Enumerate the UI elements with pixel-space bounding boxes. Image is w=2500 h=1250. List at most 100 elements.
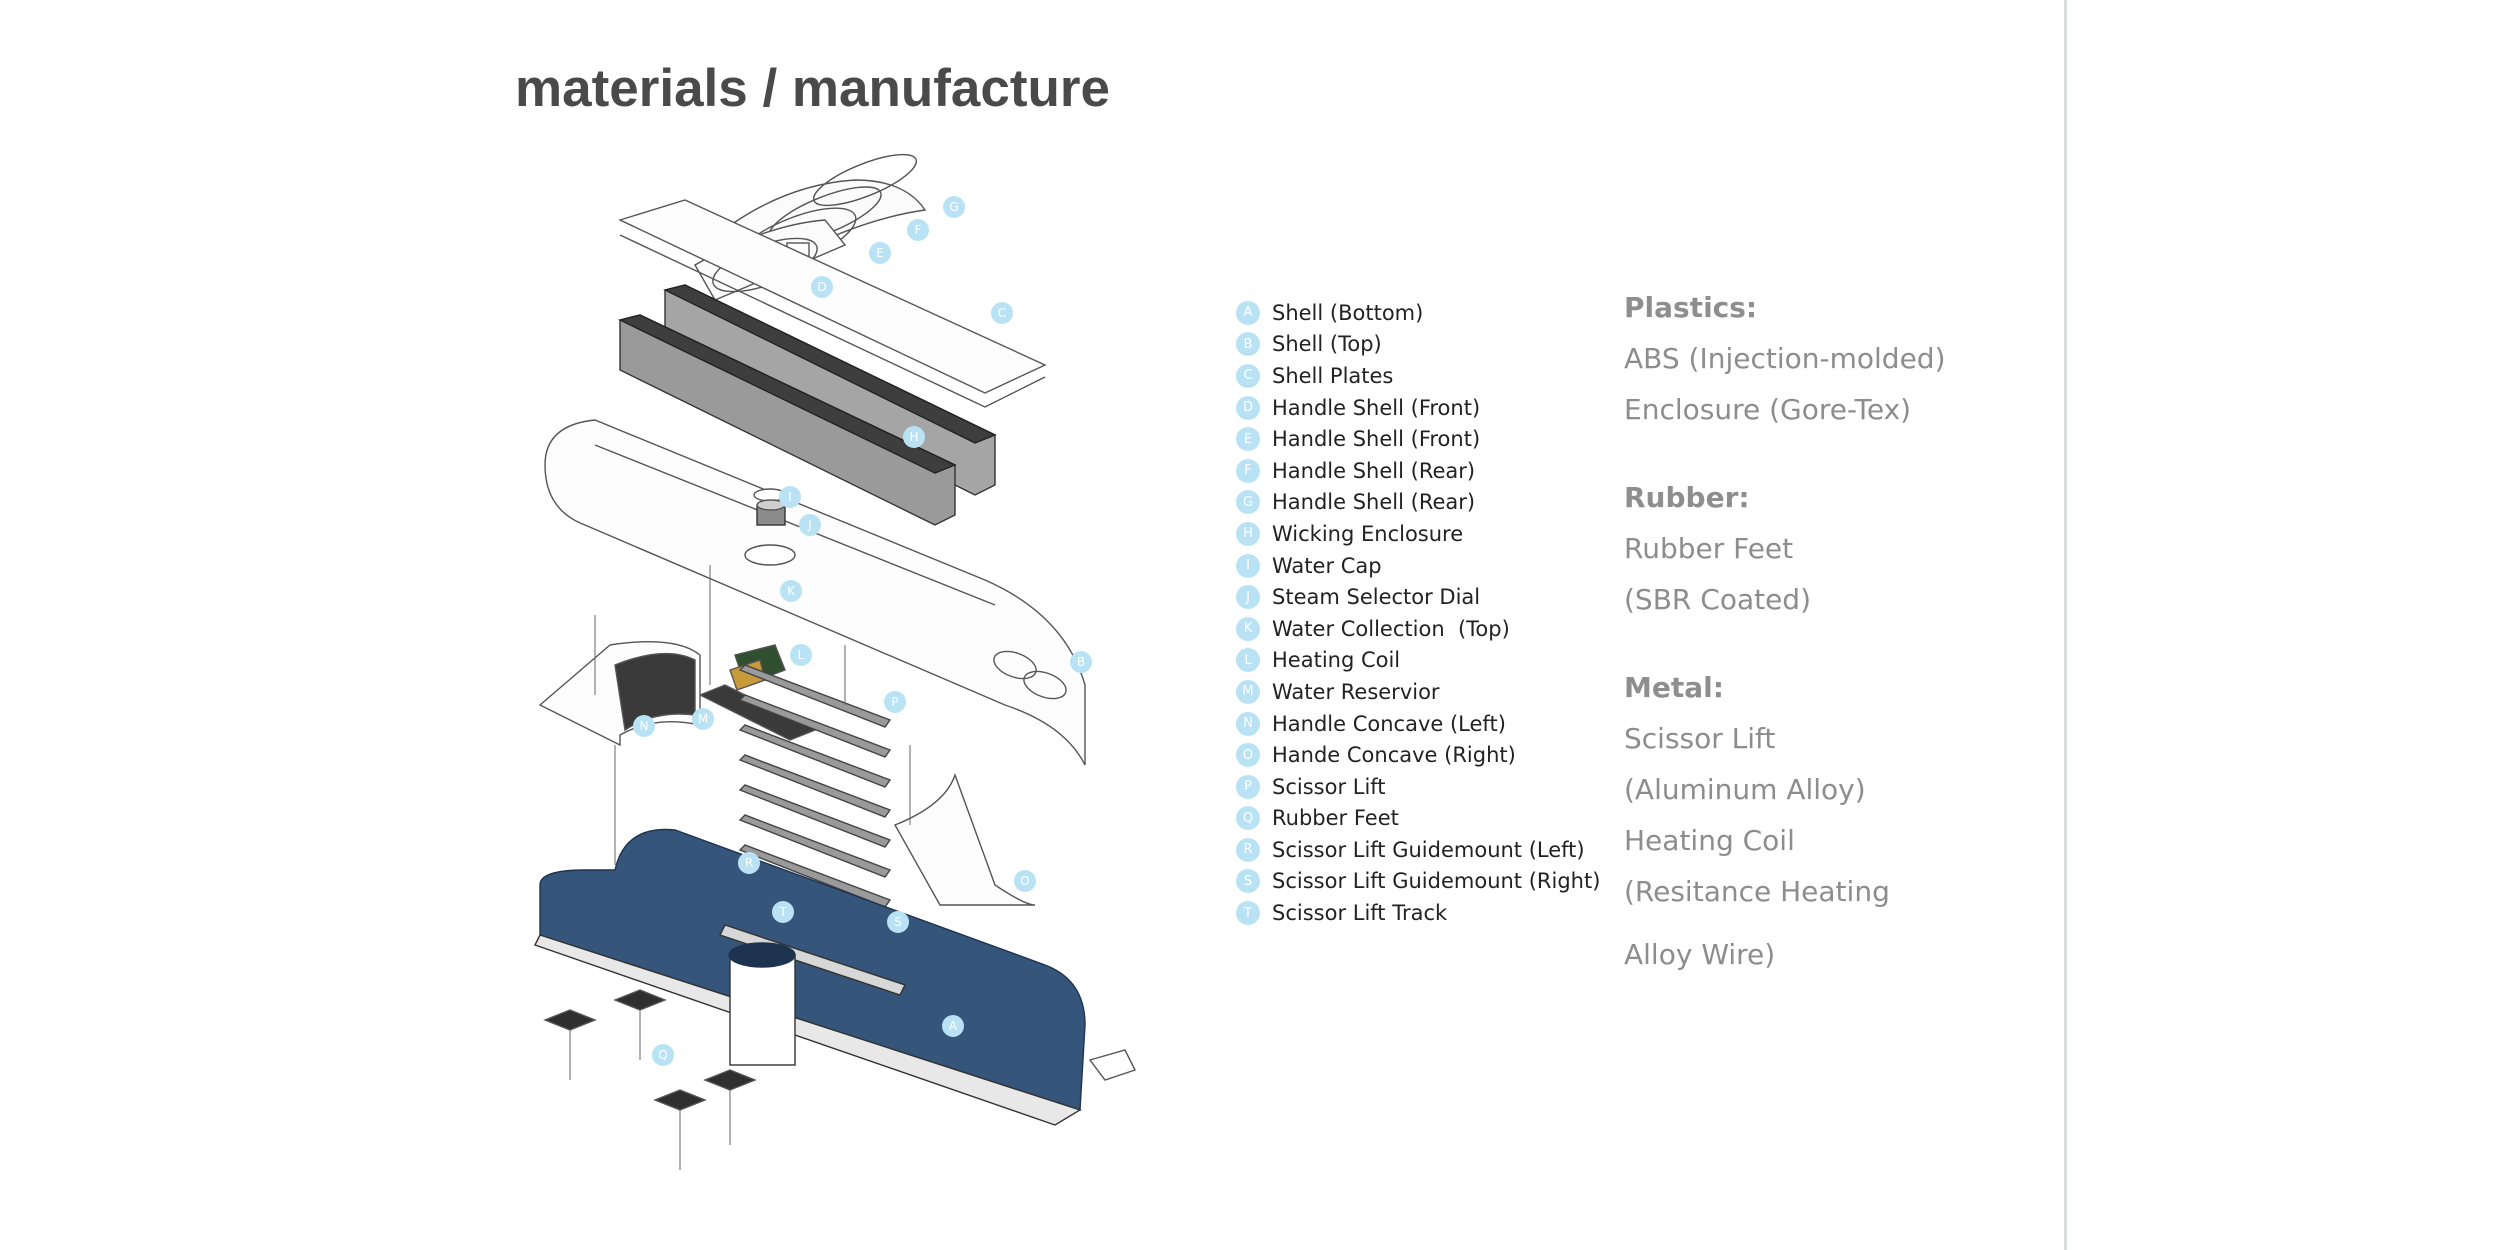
legend-item: C Shell Plates: [1236, 360, 1600, 392]
legend-label: Scissor Lift: [1272, 774, 1386, 799]
legend-label: Water Reservior: [1272, 679, 1440, 704]
material-heading: Plastics:: [1624, 291, 1758, 324]
legend-label: Water Collection (Top): [1272, 616, 1510, 641]
legend-marker: M: [1236, 679, 1260, 704]
legend-item: R Scissor Lift Guidemount (Left): [1236, 834, 1600, 866]
material-group-plastics: Plastics: ABS (Injection-molded) Enclosu…: [1624, 283, 2044, 435]
heating-coil-part: [729, 644, 786, 691]
material-line: Scissor Lift: [1624, 722, 1776, 755]
callout-markers: [633, 196, 1092, 1066]
material-group-metal: Metal: Scissor Lift (Aluminum Alloy) Hea…: [1624, 663, 2044, 980]
legend-label: Handle Shell (Rear): [1272, 490, 1476, 515]
material-heading: Metal:: [1624, 671, 1724, 704]
material-group-rubber: Rubber: Rubber Feet (SBR Coated): [1624, 473, 2044, 625]
legend-item: G Handle Shell (Rear): [1236, 487, 1600, 519]
svg-text:R: R: [745, 856, 753, 870]
svg-text:T: T: [778, 905, 787, 919]
legend-label: Scissor Lift Track: [1272, 901, 1448, 926]
legend-label: Handle Shell (Front): [1272, 395, 1481, 420]
legend-label: Hande Concave (Right): [1272, 743, 1516, 768]
legend-marker: A: [1236, 300, 1260, 325]
legend-marker: C: [1236, 363, 1260, 388]
legend-marker: H: [1236, 521, 1260, 546]
shell-top: [544, 419, 1086, 766]
legend-marker: I: [1236, 553, 1260, 578]
legend-label: Handle Shell (Rear): [1272, 458, 1476, 483]
svg-text:D: D: [817, 280, 826, 294]
svg-text:N: N: [640, 719, 649, 733]
legend-item: Q Rubber Feet: [1236, 803, 1600, 835]
legend-item: N Handle Concave (Left): [1236, 708, 1600, 740]
material-line: (Resitance Heating: [1624, 875, 1890, 908]
legend-item: I Water Cap: [1236, 550, 1600, 582]
svg-text:O: O: [1020, 874, 1029, 888]
legend-label: Wicking Enclosure: [1272, 521, 1464, 546]
svg-text:H: H: [909, 430, 918, 444]
exploded-assembly-diagram: ABC DEF GHI JKL MNO PQR ST: [534, 153, 1136, 1170]
legend-marker: G: [1236, 490, 1260, 515]
material-line: Rubber Feet: [1624, 532, 1794, 565]
material-line: Alloy Wire): [1624, 938, 1776, 971]
legend-label: Heating Coil: [1272, 648, 1401, 673]
legend-label: Scissor Lift Guidemount (Left): [1272, 837, 1585, 862]
legend-label: Shell Plates: [1272, 363, 1394, 388]
legend-item: H Wicking Enclosure: [1236, 518, 1600, 550]
legend-item: F Handle Shell (Rear): [1236, 455, 1600, 487]
legend-marker: L: [1236, 648, 1260, 673]
rubber-feet-group: [543, 989, 757, 1111]
svg-text:J: J: [807, 518, 812, 532]
svg-text:A: A: [949, 1019, 958, 1033]
material-line: Heating Coil: [1624, 824, 1795, 857]
power-plug: [1088, 1049, 1136, 1081]
materials-list: Plastics: ABS (Injection-molded) Enclosu…: [1624, 283, 2044, 1018]
legend-marker: N: [1236, 711, 1260, 736]
legend-label: Scissor Lift Guidemount (Right): [1272, 869, 1601, 894]
svg-text:B: B: [1077, 655, 1085, 669]
svg-text:F: F: [915, 223, 922, 237]
legend-label: Rubber Feet: [1272, 806, 1399, 831]
material-line: Enclosure (Gore-Tex): [1624, 393, 1912, 426]
legend-marker: B: [1236, 332, 1260, 357]
page-divider: [2064, 0, 2067, 1250]
callout-letters: ABC DEF GHI JKL MNO PQR ST: [640, 200, 1086, 1062]
legend-label: Handle Concave (Left): [1272, 711, 1506, 736]
legend-item: J Steam Selector Dial: [1236, 581, 1600, 613]
svg-text:E: E: [876, 246, 884, 260]
svg-text:P: P: [891, 695, 898, 709]
legend-marker: Q: [1236, 806, 1260, 831]
svg-text:L: L: [798, 648, 805, 662]
svg-text:K: K: [787, 584, 796, 598]
legend-marker: D: [1236, 395, 1260, 420]
legend-marker: J: [1236, 585, 1260, 610]
page-title: materials / manufacture: [515, 59, 1111, 118]
handle-concave-right: [893, 772, 1036, 906]
svg-text:Q: Q: [658, 1048, 667, 1062]
legend-marker: F: [1236, 458, 1260, 483]
legend-marker: T: [1236, 901, 1260, 926]
svg-text:S: S: [894, 915, 902, 929]
legend-label: Water Cap: [1272, 553, 1382, 578]
legend-item: M Water Reservior: [1236, 676, 1600, 708]
material-line: (Aluminum Alloy): [1624, 773, 1866, 806]
material-line: (SBR Coated): [1624, 583, 1812, 616]
legend-item: T Scissor Lift Track: [1236, 897, 1600, 929]
legend-marker: R: [1236, 837, 1260, 862]
legend-item: L Heating Coil: [1236, 645, 1600, 677]
shell-plate: [618, 199, 1047, 394]
legend-marker: E: [1236, 427, 1260, 452]
screw-lines: [569, 565, 911, 1170]
legend-item: D Handle Shell (Front): [1236, 392, 1600, 424]
svg-text:M: M: [698, 712, 708, 726]
svg-text:G: G: [949, 200, 958, 214]
material-line: ABS (Injection-molded): [1624, 342, 1946, 375]
legend-label: Steam Selector Dial: [1272, 585, 1481, 610]
material-heading: Rubber:: [1624, 481, 1750, 514]
